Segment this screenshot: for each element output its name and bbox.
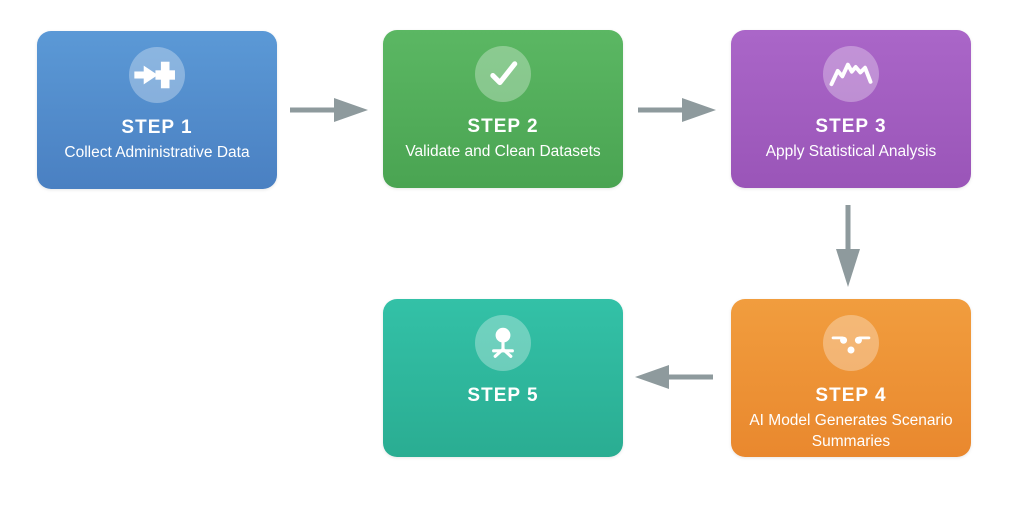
arrow-step1-to-step2-icon <box>289 92 369 128</box>
person-icon <box>475 315 531 371</box>
ai-face-icon <box>823 315 879 371</box>
arrow-step2-to-step3-icon <box>637 92 717 128</box>
arrow-step4-to-step5-icon <box>634 359 714 395</box>
checkmark-icon <box>475 46 531 102</box>
step-label: STEP 3 <box>815 116 887 137</box>
step-description: Apply Statistical Analysis <box>765 143 937 160</box>
step-description: Validate and Clean Datasets <box>405 143 601 160</box>
step-description: AI Model Generates Scenario Summaries <box>749 412 953 450</box>
step-label: STEP 2 <box>467 116 539 137</box>
step-5-card: STEP 5 <box>383 299 623 457</box>
step-description: Collect Administrative Data <box>64 144 250 161</box>
import-arrow-icon <box>129 47 185 103</box>
step-1-card: STEP 1 Collect Administrative Data <box>37 31 277 189</box>
step-4-card: STEP 4 AI Model Generates Scenario Summa… <box>731 299 971 457</box>
zigzag-line-chart-icon <box>823 46 879 102</box>
step-label: STEP 1 <box>121 117 193 138</box>
arrow-step3-to-step4-icon <box>830 204 866 288</box>
step-label: STEP 4 <box>815 385 887 406</box>
step-label: STEP 5 <box>467 385 539 406</box>
step-2-card: STEP 2 Validate and Clean Datasets <box>383 30 623 188</box>
step-3-card: STEP 3 Apply Statistical Analysis <box>731 30 971 188</box>
